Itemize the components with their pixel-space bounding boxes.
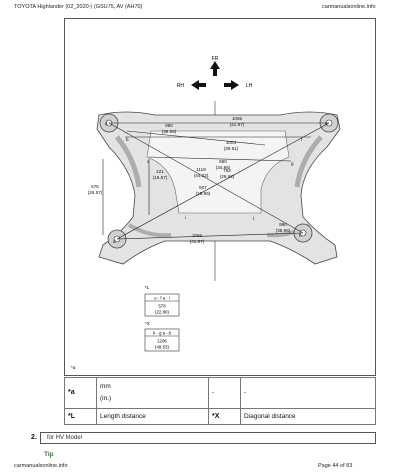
legend-key: - <box>208 377 241 409</box>
dim-1004-mm: 1004 <box>226 140 237 145</box>
arrow-label-lh: LH <box>246 83 253 89</box>
dimension-labels: 1065 (41.97) 980 (38.58) 1004 (39.51) 86… <box>88 116 291 244</box>
box2-mm: 1206 <box>157 339 167 344</box>
dim-762-in: (29.92) <box>220 174 235 179</box>
arrow-right-icon <box>231 80 239 90</box>
legend-key: *a <box>64 377 97 409</box>
box1-in: (22.80) <box>155 310 169 315</box>
dim-507-mm: 507 <box>199 185 207 190</box>
dim-990-in: (38.98) <box>276 228 291 233</box>
point-label-j: j <box>252 215 254 220</box>
point-label-a: a <box>105 121 108 126</box>
dim-1065-mm: 1065 <box>232 116 243 121</box>
subframe-figure: FR RH LH <box>64 18 376 376</box>
measurement-lines <box>102 122 330 240</box>
step-heading[interactable]: 2. for HV Model <box>31 432 376 444</box>
arrow-label-fr: FR <box>212 56 219 62</box>
point-labels: a b c d e f g h i j <box>105 121 328 244</box>
subframe-body <box>96 111 341 265</box>
legend-row: *a mm (in.) - - <box>64 377 376 409</box>
arrow-left-icon <box>191 80 199 90</box>
tip-label: Tip <box>44 451 54 458</box>
dim-990-mm: 990 <box>279 222 287 227</box>
legend-value: mm (in.) <box>96 377 209 409</box>
dim-1066-mm: 1066 <box>192 233 203 238</box>
length-formula-box: e - f a - i 578 (22.80) <box>144 293 180 317</box>
dim-421-mm: 421 <box>156 169 164 174</box>
legend-table: *a mm (in.) - - *L Length distance *X Di… <box>64 377 376 426</box>
point-label-h: h <box>299 233 302 238</box>
dim-980-mm: 980 <box>165 123 173 128</box>
dim-860-in: (34.86) <box>216 165 231 170</box>
page-footer-site: carmanualsonline.info <box>14 463 68 469</box>
legend-key: *L <box>64 407 97 426</box>
point-label-i: i <box>185 215 186 220</box>
diagonal-formula-box: h - g a - b 1206 (49.53) <box>144 328 180 352</box>
point-label-g: g <box>291 161 294 166</box>
box1-mm: 578 <box>158 304 166 309</box>
legend-value: Diagonal distance <box>240 407 376 426</box>
box1-formula: e - f a - i <box>154 296 169 301</box>
box2-in: (49.53) <box>155 345 169 350</box>
legend-value: - <box>240 377 376 409</box>
step-number: 2. <box>31 434 37 441</box>
page-header-site: carmanualsonline.info <box>322 4 376 10</box>
box2-formula: h - g a - b <box>153 331 172 336</box>
page-header-title: TOYOTA Highlander (02_2020-) (GSU75, AV … <box>14 4 143 10</box>
point-label-e: e <box>325 121 328 126</box>
legend-unit-mm: mm <box>100 383 111 391</box>
legend-value: Length distance <box>96 407 209 426</box>
dim-980-in: (38.58) <box>162 129 177 134</box>
arrow-label-rh: RH <box>177 83 185 89</box>
dim-1004-in: (39.51) <box>224 146 239 151</box>
point-label-f: f <box>301 137 303 142</box>
legend-row: *L Length distance *X Diagonal distance <box>64 407 376 426</box>
dim-1118-in: (44.02) <box>194 173 209 178</box>
page-footer-page-number: Page 44 of 83 <box>318 463 353 469</box>
direction-arrows: FR RH LH <box>177 56 253 90</box>
point-label-b: b <box>126 137 129 142</box>
dim-1065-in: (41.97) <box>230 122 245 127</box>
subframe-diagram: FR RH LH <box>71 56 341 370</box>
legend-unit-in: (in.) <box>100 395 112 403</box>
dim-421-in: (16.57) <box>153 175 168 180</box>
corner-tag: *a <box>71 365 76 370</box>
box2-tag: *X <box>145 321 150 326</box>
point-label-d: d <box>113 239 116 244</box>
arrow-up-icon <box>210 61 220 69</box>
dim-675-in: (26.57) <box>88 190 103 195</box>
dim-762-mm: 762 <box>223 168 231 173</box>
step-title: for HV Model <box>47 435 83 441</box>
dim-675-mm: 675 <box>91 184 99 189</box>
legend-key: *X <box>208 407 241 426</box>
dim-507-in: (19.96) <box>196 191 211 196</box>
box1-tag: *L <box>145 285 150 290</box>
point-label-c: c <box>147 159 150 164</box>
dim-860-mm: 860 <box>219 159 227 164</box>
dim-1066-in: (41.97) <box>190 239 205 244</box>
dim-1118-mm: 1118 <box>196 167 206 172</box>
